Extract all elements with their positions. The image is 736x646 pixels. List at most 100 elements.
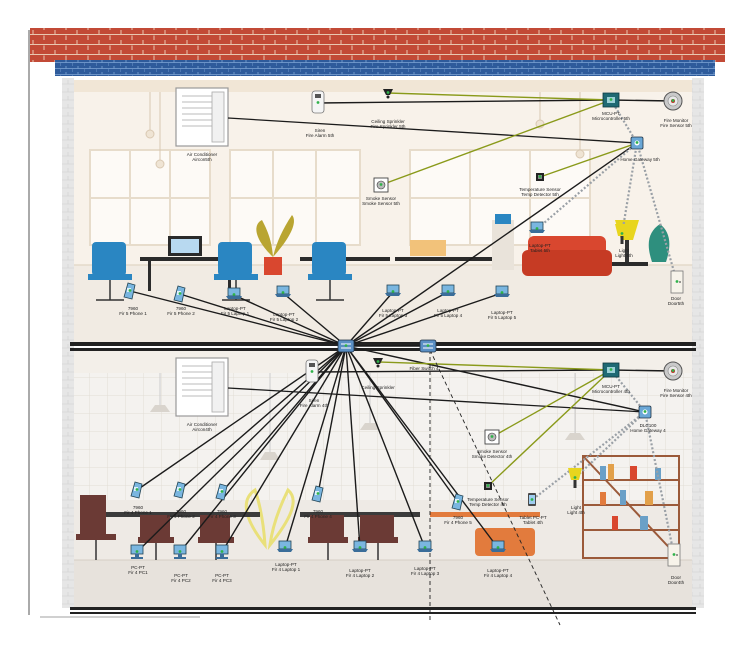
fire-monitor-4-icon[interactable] <box>663 361 683 381</box>
port-indicator <box>316 492 320 495</box>
port-indicator <box>490 435 494 438</box>
port-indicator <box>573 476 577 479</box>
cable-link <box>345 291 449 347</box>
light-5-icon[interactable] <box>615 224 629 244</box>
phone-4-3-icon[interactable] <box>215 483 228 501</box>
cable-link <box>317 99 612 104</box>
sensor-link <box>491 369 612 438</box>
phone-4-4-icon[interactable] <box>311 485 324 503</box>
fiber-link <box>429 349 561 626</box>
mcu-5-icon[interactable] <box>602 92 620 108</box>
devices <box>123 89 684 567</box>
port-indicator <box>135 550 139 553</box>
cable-link <box>345 345 426 549</box>
blue-trim <box>55 60 715 76</box>
wireless-link <box>643 411 676 556</box>
tablet-5-icon[interactable] <box>529 221 545 233</box>
port-indicator <box>358 546 362 549</box>
port-indicator <box>535 227 539 230</box>
cable-link <box>345 291 394 347</box>
fire-monitor-5-icon[interactable] <box>663 91 683 111</box>
gateway-5-icon[interactable] <box>630 136 644 150</box>
phone-4-5-icon[interactable] <box>451 493 464 511</box>
wireless-link <box>635 142 679 283</box>
phone-4-2-icon[interactable] <box>173 481 186 499</box>
port-indicator <box>496 546 500 549</box>
port-indicator <box>426 344 430 347</box>
port-indicator <box>391 290 395 293</box>
cable-link <box>311 369 612 373</box>
cable-link <box>282 292 347 347</box>
cable-link <box>227 117 638 144</box>
phone-5-2-icon[interactable] <box>173 285 186 303</box>
cable-link <box>221 345 347 553</box>
cable-link <box>129 290 347 347</box>
ceiling-sprinkler-4-icon[interactable] <box>373 358 383 368</box>
smoke-sensor-5-icon[interactable] <box>373 177 389 193</box>
pc-4-2-icon[interactable] <box>173 544 187 559</box>
floor-slab <box>70 342 696 351</box>
port-indicator <box>220 550 224 553</box>
port-indicator <box>423 546 427 549</box>
sensor-link <box>539 142 638 178</box>
siren-5-icon[interactable] <box>311 90 325 114</box>
switch-main-icon[interactable] <box>337 339 355 353</box>
port-indicator <box>609 98 613 101</box>
port-indicator <box>609 368 613 371</box>
port-indicator <box>128 289 132 292</box>
port-indicator <box>456 500 460 503</box>
mcu-4-icon[interactable] <box>602 362 620 378</box>
door-5-icon[interactable] <box>670 270 684 294</box>
phone-5-1-icon[interactable] <box>123 282 136 300</box>
port-indicator <box>671 369 675 372</box>
door-4-icon[interactable] <box>667 543 681 567</box>
port-indicator <box>281 291 285 294</box>
building-frame <box>28 30 704 615</box>
port-indicator <box>635 141 639 144</box>
temp-sensor-4-icon[interactable] <box>484 482 492 490</box>
port-indicator <box>178 550 182 553</box>
sensor-link <box>487 369 612 487</box>
laptop-4-1-icon[interactable] <box>277 540 293 552</box>
port-indicator <box>310 370 314 373</box>
temp-sensor-5-icon[interactable] <box>536 173 544 181</box>
laptop-4-4-icon[interactable] <box>490 540 506 552</box>
port-indicator <box>135 488 139 491</box>
laptop-5-1-icon[interactable] <box>226 287 242 299</box>
gateway-4-icon[interactable] <box>638 405 652 419</box>
cable-link <box>179 293 347 347</box>
port-indicator <box>530 498 534 501</box>
pc-4-1-icon[interactable] <box>130 544 144 559</box>
smoke-sensor-4-icon[interactable] <box>484 429 500 445</box>
light-4-icon[interactable] <box>568 468 582 488</box>
sensor-link <box>377 361 612 371</box>
cable-link <box>345 292 503 347</box>
port-indicator <box>672 553 676 556</box>
port-indicator <box>316 101 320 104</box>
sensor-link <box>387 92 612 101</box>
cable-link <box>179 345 347 553</box>
ceiling-sprinkler-5-icon[interactable] <box>383 89 393 99</box>
phone-4-1-icon[interactable] <box>130 481 143 499</box>
port-indicator <box>386 91 390 94</box>
sensor-link <box>380 99 612 186</box>
tablet-4-icon[interactable] <box>528 493 536 506</box>
port-indicator <box>220 490 224 493</box>
cable-link <box>345 142 638 347</box>
laptop-5-2-icon[interactable] <box>275 285 291 297</box>
cable-link <box>227 387 646 413</box>
siren-4-icon[interactable] <box>305 359 319 383</box>
port-indicator <box>486 484 490 487</box>
laptop-5-4-icon[interactable] <box>440 284 456 296</box>
port-indicator <box>643 410 647 413</box>
laptop-5-3-icon[interactable] <box>385 284 401 296</box>
pc-4-3-icon[interactable] <box>215 544 229 559</box>
laptop-4-3-icon[interactable] <box>417 540 433 552</box>
laptop-5-5-icon[interactable] <box>494 285 510 297</box>
port-indicator <box>675 280 679 283</box>
switch-fiber-icon[interactable] <box>419 339 437 353</box>
port-indicator <box>232 293 236 296</box>
port-indicator <box>376 360 380 363</box>
cable-link <box>233 294 347 347</box>
laptop-4-2-icon[interactable] <box>352 540 368 552</box>
